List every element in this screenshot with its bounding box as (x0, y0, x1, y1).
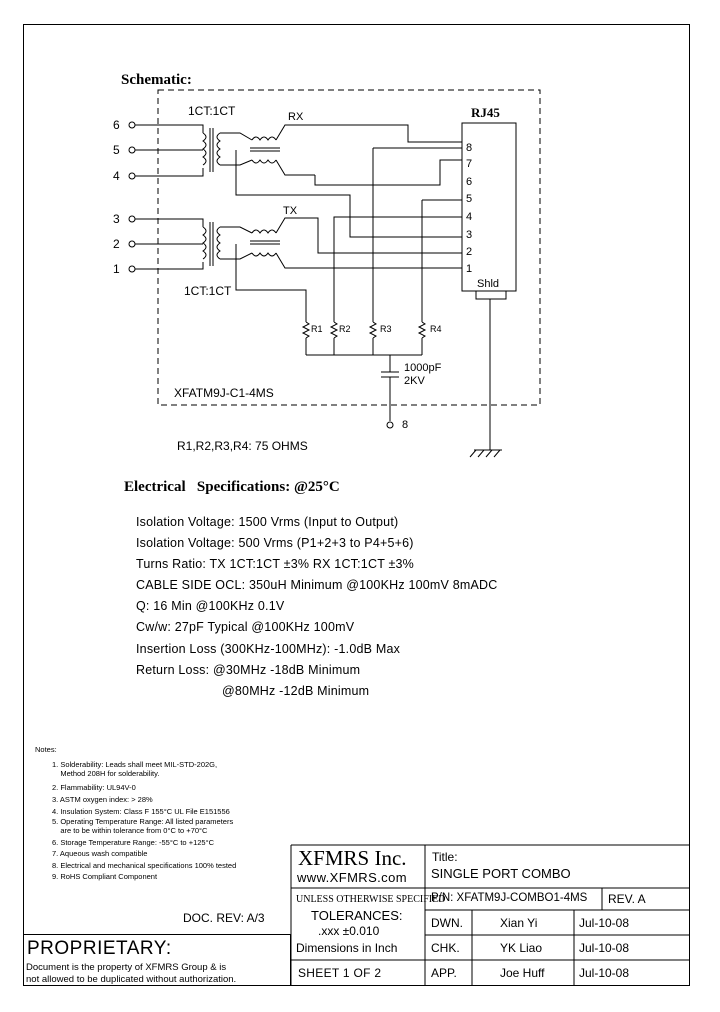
sheet-number: SHEET 1 OF 2 (298, 966, 382, 980)
note-item: 1. Solderability: Leads shall meet MIL-S… (52, 760, 218, 769)
electrical-title: Electrical Specifications: @25°C (124, 479, 340, 495)
left-pin-2: 2 (113, 237, 120, 251)
spec-line: Cw/w: 27pF Typical @100KHz 100mV (136, 620, 355, 634)
shield-label: Shld (477, 278, 500, 290)
dwn-date: Jul-10-08 (579, 916, 630, 930)
rj-pin-1: 1 (466, 263, 473, 275)
tx-choke (220, 217, 462, 269)
note-item: 2. Flammability: UL94V-0 (52, 783, 136, 792)
rj-pin-8: 8 (466, 142, 473, 154)
proprietary-line-2: not allowed to be duplicated without aut… (26, 974, 237, 985)
rx-choke (220, 124, 462, 176)
rj-pin-2: 2 (466, 246, 473, 258)
drawing-title: SINGLE PORT COMBO (431, 866, 571, 881)
ratio-top-label: 1CT:1CT (188, 104, 236, 118)
dwn-role: DWN. (431, 916, 463, 930)
schematic-diagram (128, 89, 541, 458)
proprietary-line-1: Document is the property of XFMRS Group … (26, 962, 227, 973)
ratio-bottom-label: 1CT:1CT (184, 284, 232, 298)
note-item: 8. Electrical and mechanical specificati… (52, 861, 237, 870)
spec-line: Return Loss: @30MHz -18dB Minimum (136, 663, 361, 677)
ground-symbol (469, 449, 502, 458)
chk-role: CHK. (431, 941, 460, 955)
spec-line: Q: 16 Min @100KHz 0.1V (136, 599, 285, 613)
note-item: 6. Storage Temperature Range: -55°C to +… (52, 838, 214, 847)
left-pin-5: 5 (113, 143, 120, 157)
routing-wires (235, 147, 462, 322)
shield-tab (475, 290, 507, 300)
note-item: are to be within tolerance from 0°C to +… (52, 826, 208, 835)
dimensions-unit: Dimensions in Inch (296, 941, 398, 955)
capacitor (381, 355, 399, 429)
spec-line: @80MHz -12dB Minimum (222, 684, 370, 698)
left-pin-leads (135, 124, 204, 270)
unless-specified: UNLESS OTHERWISE SPECIFIED (296, 894, 446, 905)
left-pin-1: 1 (113, 262, 120, 276)
app-role: APP. (431, 966, 457, 980)
rj-pin-4: 4 (466, 211, 473, 223)
pin-8-label: 8 (402, 419, 409, 431)
company-website[interactable]: www.XFMRS.com (297, 870, 407, 885)
spec-line: CABLE SIDE OCL: 350uH Minimum @100KHz 10… (136, 578, 498, 592)
resistor-value-note: R1,R2,R3,R4: 75 OHMS (177, 439, 308, 453)
r3-label: R3 (380, 324, 392, 334)
revision: REV. A (608, 892, 646, 906)
dwn-name: Xian Yi (500, 916, 538, 930)
drawing-border (23, 24, 690, 986)
tolerances-label: TOLERANCES: (311, 908, 403, 923)
r4-label: R4 (430, 324, 442, 334)
rj-pin-5: 5 (466, 193, 473, 205)
tolerance-value: .xxx ±0.010 (318, 924, 380, 938)
schematic-heading: Schematic: (121, 72, 192, 88)
chk-name: YK Liao (500, 941, 543, 955)
r1-label: R1 (311, 324, 323, 334)
doc-revision: DOC. REV: A/3 (183, 911, 265, 925)
notes-heading: Notes: (35, 745, 57, 754)
app-name: Joe Huff (500, 966, 545, 980)
capacitor-value: 1000pF (404, 362, 442, 374)
note-item: 4. Insulation System: Class F 155°C UL F… (52, 807, 230, 816)
part-number-label: XFATM9J-C1-4MS (174, 386, 274, 400)
spec-line: Isolation Voltage: 1500 Vrms (Input to O… (136, 515, 399, 529)
note-item: 9. RoHS Compliant Component (52, 872, 158, 881)
note-item: 3. ASTM oxygen index: > 28% (52, 795, 153, 804)
note-item: Method 208H for solderability. (52, 769, 160, 778)
left-pin-6: 6 (113, 118, 120, 132)
app-date: Jul-10-08 (579, 966, 630, 980)
proprietary-title: PROPRIETARY: (27, 938, 172, 959)
r2-label: R2 (339, 324, 351, 334)
proprietary-box: PROPRIETARY: Document is the property of… (23, 934, 291, 986)
note-item: 7. Aqueous wash compatible (52, 849, 148, 858)
rj-pin-6: 6 (466, 176, 473, 188)
tx-label: TX (283, 205, 298, 217)
schematic-frame (157, 89, 541, 406)
left-pin-4: 4 (113, 169, 120, 183)
spec-line: Insertion Loss (300KHz-100MHz): -1.0dB M… (136, 642, 401, 656)
resistors (301, 321, 427, 356)
note-item: 5. Operating Temperature Range: All list… (52, 817, 234, 826)
capacitor-voltage: 2KV (404, 375, 425, 387)
rx-label: RX (288, 111, 304, 123)
left-pin-circles (128, 121, 136, 273)
title-label: Title: (432, 850, 458, 864)
rj-pin-7: 7 (466, 158, 473, 170)
part-number: P/N: XFATM9J-COMBO1-4MS (431, 892, 588, 904)
chk-date: Jul-10-08 (579, 941, 630, 955)
company-name: XFMRS Inc. (298, 846, 407, 870)
rj45-label: RJ45 (471, 105, 500, 120)
spec-line: Turns Ratio: TX 1CT:1CT ±3% RX 1CT:1CT ±… (136, 557, 414, 571)
left-pin-3: 3 (113, 212, 120, 226)
rx-transformer (190, 128, 221, 172)
rj-pin-3: 3 (466, 229, 473, 241)
tx-transformer (190, 222, 221, 266)
spec-line: Isolation Voltage: 500 Vrms (P1+2+3 to P… (136, 536, 414, 550)
